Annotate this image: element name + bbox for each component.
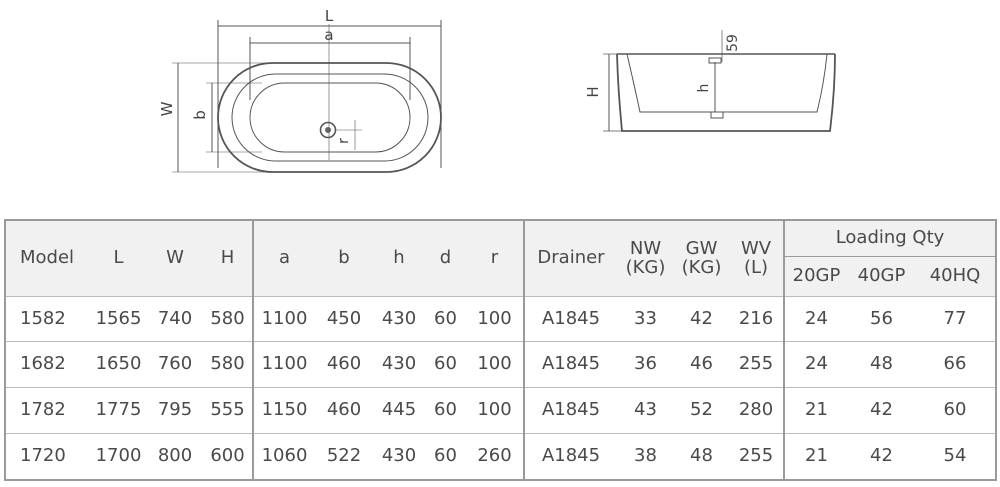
cell-drainer: A1845 xyxy=(524,386,617,435)
header-20gp: 20GP xyxy=(784,255,848,298)
cell-wv: 255 xyxy=(729,433,785,482)
top-view-drawing xyxy=(172,20,442,173)
header-gw: GW (KG) xyxy=(674,219,729,298)
cell-40hq: 66 xyxy=(915,341,997,388)
header-h-total: H xyxy=(203,219,254,298)
cell-drainer: A1845 xyxy=(524,433,617,482)
cell-20gp: 24 xyxy=(784,341,848,388)
header-40hq: 40HQ xyxy=(915,255,997,298)
cell-r: 260 xyxy=(466,433,525,482)
cell-gw: 46 xyxy=(674,341,729,388)
header-drainer: Drainer xyxy=(524,219,617,298)
cell-nw: 43 xyxy=(617,386,674,435)
cell-a: 1060 xyxy=(253,433,315,482)
cell-d: 60 xyxy=(425,386,466,435)
cell-model: 1682 xyxy=(4,341,90,388)
side-view-drawing xyxy=(603,30,836,132)
cell-d: 60 xyxy=(425,433,466,482)
cell-h-total: 600 xyxy=(203,433,254,482)
technical-drawings: L a W b r H h 59 xyxy=(158,7,836,173)
header-loading-qty: Loading Qty xyxy=(784,218,997,257)
header-d: d xyxy=(425,219,466,298)
cell-gw: 52 xyxy=(674,386,729,435)
cell-b: 522 xyxy=(315,433,373,482)
header-h: h xyxy=(373,219,425,298)
cell-gw: 48 xyxy=(674,433,729,482)
label-length: L xyxy=(325,7,334,25)
header-40gp: 40GP xyxy=(848,255,915,298)
cell-w: 740 xyxy=(147,296,203,343)
cell-r: 100 xyxy=(466,386,525,435)
cell-40hq: 60 xyxy=(915,386,997,435)
cell-wv: 280 xyxy=(729,386,785,435)
cell-40gp: 48 xyxy=(848,341,915,388)
cell-40hq: 77 xyxy=(915,296,997,343)
cell-nw: 33 xyxy=(617,296,674,343)
cell-b: 450 xyxy=(315,296,373,343)
cell-wv: 216 xyxy=(729,296,785,343)
cell-h-total: 580 xyxy=(203,296,254,343)
cell-l: 1775 xyxy=(90,386,147,435)
cell-l: 1650 xyxy=(90,341,147,388)
cell-drainer: A1845 xyxy=(524,296,617,343)
header-r: r xyxy=(466,219,525,298)
header-l: L xyxy=(90,219,147,298)
cell-wv: 255 xyxy=(729,341,785,388)
cell-r: 100 xyxy=(466,296,525,343)
cell-h: 430 xyxy=(373,341,425,388)
header-w: W xyxy=(147,219,203,298)
cell-d: 60 xyxy=(425,296,466,343)
cell-model: 1720 xyxy=(4,433,90,482)
label-inner-length: a xyxy=(324,26,333,44)
cell-drainer: A1845 xyxy=(524,341,617,388)
cell-40gp: 42 xyxy=(848,433,915,482)
cell-l: 1565 xyxy=(90,296,147,343)
cell-d: 60 xyxy=(425,341,466,388)
header-nw: NW (KG) xyxy=(617,219,674,298)
cell-a: 1150 xyxy=(253,386,315,435)
cell-40gp: 42 xyxy=(848,386,915,435)
cell-20gp: 21 xyxy=(784,433,848,482)
cell-w: 795 xyxy=(147,386,203,435)
cell-h-total: 580 xyxy=(203,341,254,388)
label-rim: 59 xyxy=(725,34,741,52)
label-width: W xyxy=(158,101,176,116)
table-row: 1782 1775 795 555 1150 460 445 60 100 A1… xyxy=(4,386,997,435)
cell-gw: 42 xyxy=(674,296,729,343)
label-inner-depth: h xyxy=(696,84,712,93)
label-radius: r xyxy=(336,138,352,144)
label-height: H xyxy=(584,86,602,97)
header-b: b xyxy=(315,219,373,298)
table-row: 1682 1650 760 580 1100 460 430 60 100 A1… xyxy=(4,341,997,388)
cell-w: 800 xyxy=(147,433,203,482)
cell-l: 1700 xyxy=(90,433,147,482)
cell-model: 1782 xyxy=(4,386,90,435)
cell-nw: 36 xyxy=(617,341,674,388)
header-a: a xyxy=(253,219,315,298)
cell-b: 460 xyxy=(315,386,373,435)
cell-h: 430 xyxy=(373,296,425,343)
spec-table: Model L W H a b h d r Drainer NW (KG) GW… xyxy=(4,218,997,482)
table-row: 1720 1700 800 600 1060 522 430 60 260 A1… xyxy=(4,433,997,482)
table-row: 1582 1565 740 580 1100 450 430 60 100 A1… xyxy=(4,296,997,343)
cell-model: 1582 xyxy=(4,296,90,343)
cell-w: 760 xyxy=(147,341,203,388)
header-wv: WV (L) xyxy=(729,219,785,298)
cell-r: 100 xyxy=(466,341,525,388)
cell-a: 1100 xyxy=(253,341,315,388)
cell-40hq: 54 xyxy=(915,433,997,482)
cell-40gp: 56 xyxy=(848,296,915,343)
cell-20gp: 21 xyxy=(784,386,848,435)
cell-nw: 38 xyxy=(617,433,674,482)
cell-h: 430 xyxy=(373,433,425,482)
cell-b: 460 xyxy=(315,341,373,388)
header-model: Model xyxy=(4,219,90,298)
label-inner-width: b xyxy=(191,110,209,120)
cell-h-total: 555 xyxy=(203,386,254,435)
cell-a: 1100 xyxy=(253,296,315,343)
cell-h: 445 xyxy=(373,386,425,435)
cell-20gp: 24 xyxy=(784,296,848,343)
